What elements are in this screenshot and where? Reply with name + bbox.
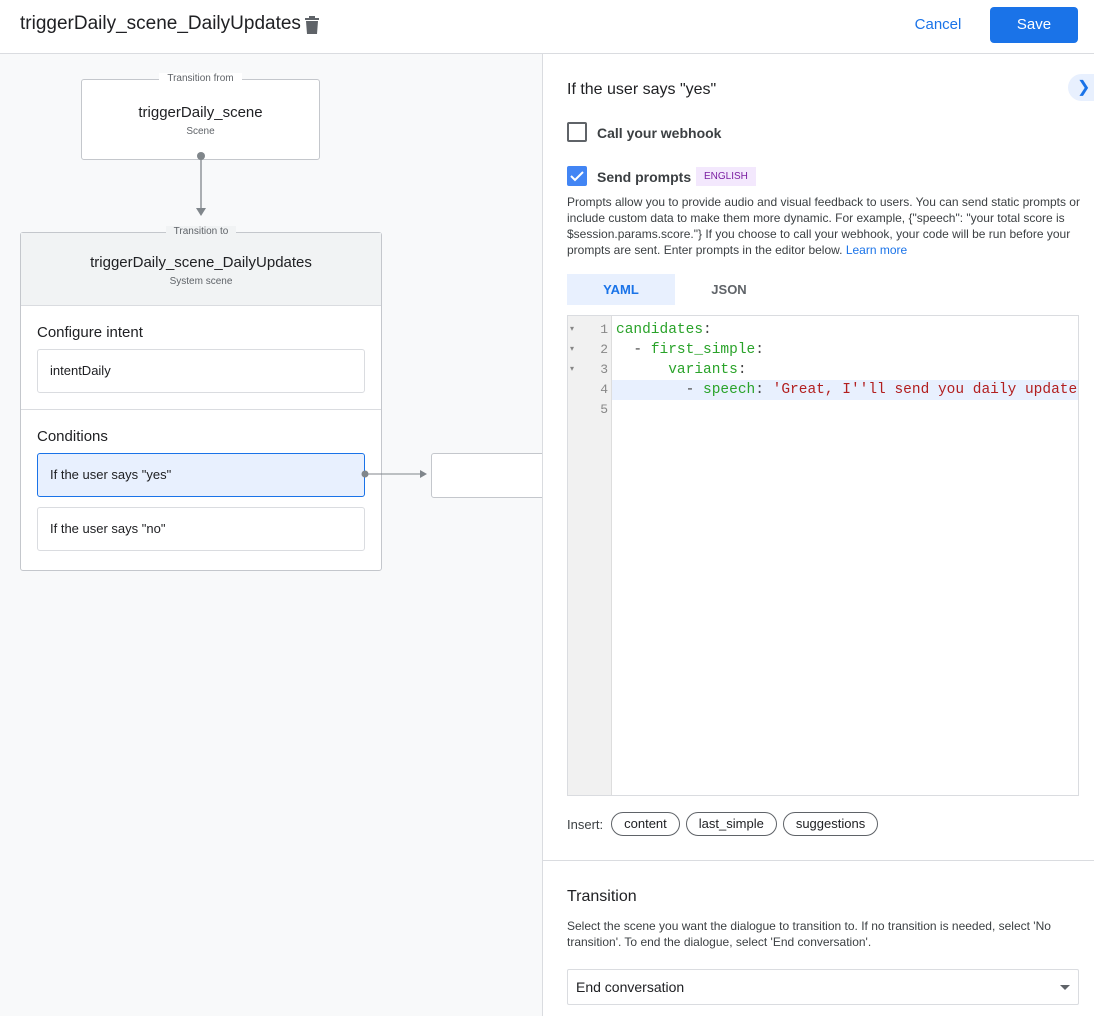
transition-to-node: Transition to triggerDaily_scene_DailyUp…	[20, 226, 382, 571]
language-badge: ENGLISH	[696, 167, 756, 186]
fold-icon[interactable]: ▾	[570, 365, 575, 374]
description-text: Prompts allow you to provide audio and v…	[567, 195, 1080, 257]
send-prompts-checkbox[interactable]	[567, 166, 587, 186]
code-token: :	[703, 322, 712, 338]
tab-json[interactable]: JSON	[711, 282, 747, 297]
transition-select-value: End conversation	[576, 979, 685, 995]
fold-icon[interactable]: ▾	[570, 325, 575, 334]
page-title: triggerDaily_scene_DailyUpdates	[20, 13, 301, 34]
configure-intent-title: Configure intent	[37, 324, 143, 341]
editor-gutter	[568, 316, 612, 795]
line-number-text: 2	[600, 342, 608, 357]
transition-to-legend: Transition to	[165, 226, 237, 237]
line-number: 5	[568, 400, 608, 420]
webhook-checkbox[interactable]	[567, 122, 587, 142]
line-number-text: 1	[600, 322, 608, 337]
save-button[interactable]: Save	[990, 7, 1078, 43]
fold-icon[interactable]: ▾	[570, 345, 575, 354]
transition-from-node[interactable]: Transition from triggerDaily_scene Scene	[81, 73, 320, 160]
code-token: candidates	[616, 322, 704, 338]
condition-connector-arrow	[361, 470, 427, 478]
code-line	[616, 400, 1078, 420]
collapse-panel-chevron-icon[interactable]: ❯	[1068, 74, 1094, 101]
insert-chip-suggestions[interactable]: suggestions	[782, 812, 879, 836]
tab-yaml[interactable]: YAML	[567, 274, 675, 305]
to-scene-type: System scene	[169, 276, 233, 287]
code-token: variants	[616, 362, 738, 378]
code-token: -	[616, 382, 704, 398]
code-token: :	[737, 362, 747, 378]
flow-canvas: Transition from triggerDaily_scene Scene…	[0, 54, 542, 1016]
trash-icon[interactable]	[304, 15, 320, 35]
code-line: variants:	[616, 360, 1078, 380]
check-icon	[570, 171, 584, 182]
line-number-text: 3	[600, 362, 608, 377]
insert-chip-content[interactable]: content	[611, 812, 680, 836]
panel-title: If the user says "yes"	[567, 81, 717, 98]
transition-description: Select the scene you want the dialogue t…	[567, 919, 1051, 949]
webhook-label: Call your webhook	[597, 125, 722, 141]
details-panel: If the user says "yes" ❯ Call your webho…	[542, 54, 1094, 1016]
line-number: ▾1	[568, 320, 608, 340]
code-token: -	[616, 342, 651, 358]
code-line: - speech: 'Great, I''ll send you daily u…	[616, 380, 1079, 400]
from-scene-type: Scene	[186, 126, 215, 137]
line-number: 4	[568, 380, 608, 400]
code-token: speech	[703, 382, 756, 398]
line-number: ▾2	[568, 340, 608, 360]
code-token: :	[755, 382, 773, 398]
intent-item[interactable]: intentDaily	[37, 349, 365, 393]
empty-target-node[interactable]	[431, 453, 542, 498]
insert-row: Insert: content last_simple suggestions	[567, 812, 879, 836]
insert-chip-last-simple[interactable]: last_simple	[685, 812, 777, 836]
learn-more-link[interactable]: Learn more	[845, 243, 908, 257]
code-token: :	[755, 342, 764, 358]
code-token: 'Great, I''ll send you daily updates.'	[772, 382, 1079, 398]
transition-select[interactable]: End conversation	[567, 969, 1079, 1005]
transition-title: Transition	[567, 888, 637, 905]
code-line: - first_simple:	[616, 340, 1078, 360]
prompts-description: Prompts allow you to provide audio and v…	[567, 194, 1082, 258]
top-bar: triggerDaily_scene_DailyUpdates Cancel S…	[0, 0, 1094, 54]
line-number: ▾3	[568, 360, 608, 380]
conditions-title: Conditions	[37, 428, 108, 445]
insert-label: Insert:	[567, 816, 604, 832]
send-prompts-label: Send prompts	[597, 169, 692, 185]
dropdown-arrow-icon	[1060, 985, 1070, 990]
transition-from-legend: Transition from	[159, 73, 242, 84]
from-scene-name: triggerDaily_scene	[138, 104, 263, 121]
divider	[543, 860, 1094, 861]
active-line-highlight	[612, 380, 1078, 400]
code-line: candidates:	[616, 320, 1078, 340]
code-token: first_simple	[650, 342, 756, 358]
cancel-button[interactable]: Cancel	[914, 16, 962, 33]
to-scene-name: triggerDaily_scene_DailyUpdates	[90, 254, 312, 271]
connector-arrow	[196, 152, 206, 216]
condition-yes[interactable]: If the user says "yes"	[37, 453, 365, 497]
condition-no[interactable]: If the user says "no"	[37, 507, 365, 551]
line-number-text: 5	[600, 402, 608, 417]
line-number-text: 4	[600, 382, 608, 397]
